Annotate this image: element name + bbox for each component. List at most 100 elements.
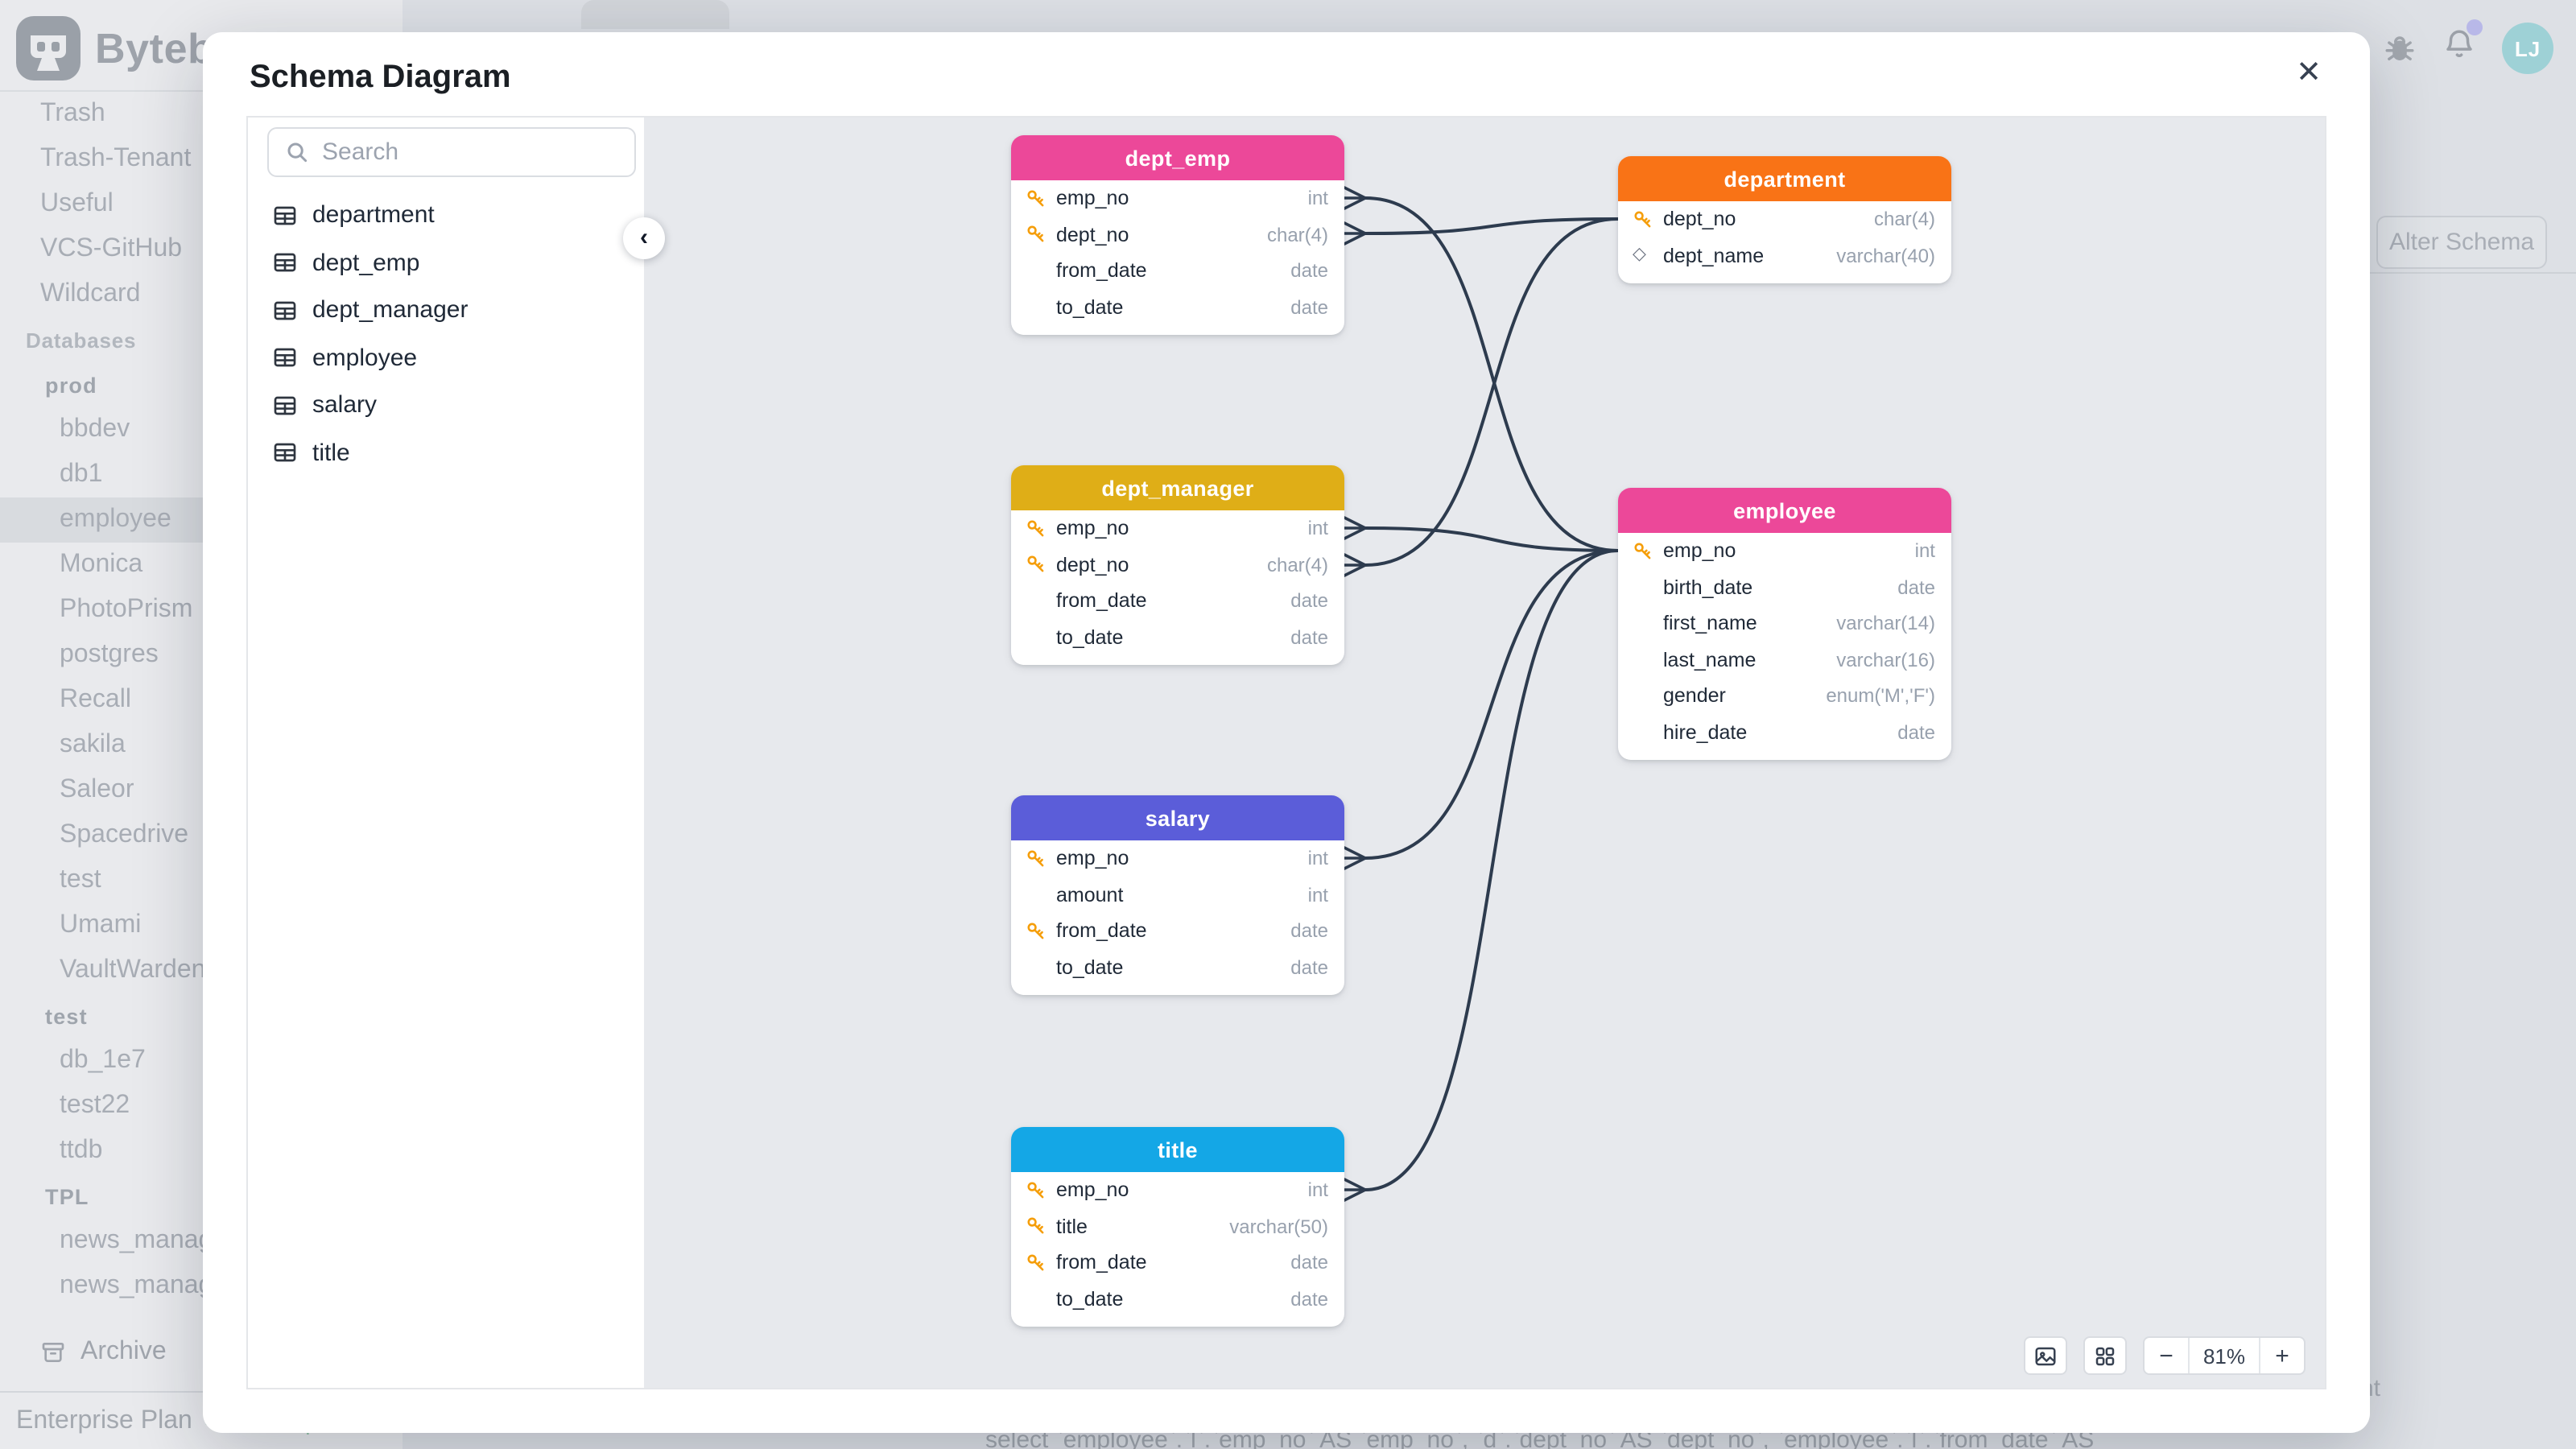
column-name: dept_no: [1056, 223, 1129, 246]
search-input[interactable]: [322, 138, 642, 166]
primary-key-icon: [1026, 921, 1046, 942]
sidebar-item-db1[interactable]: db1: [60, 460, 103, 488]
sidebar-item-useful[interactable]: Useful: [40, 190, 114, 217]
sidebar-item-spacedrive[interactable]: Spacedrive: [60, 821, 189, 848]
sidebar-item-databases[interactable]: Databases: [26, 328, 137, 352]
auto-layout-button[interactable]: [2083, 1336, 2127, 1375]
alter-schema-button[interactable]: Alter Schema: [2376, 216, 2547, 269]
table-list-item-dept_manager[interactable]: dept_manager: [248, 287, 644, 334]
sidebar-divider: [0, 90, 402, 92]
table-card-header-dept_manager[interactable]: dept_manager: [1011, 465, 1344, 510]
zoom-out-button[interactable]: −: [2159, 1342, 2174, 1369]
column-type: date: [1290, 1251, 1328, 1274]
column-name: birth_date: [1663, 576, 1753, 599]
column-name: to_date: [1056, 625, 1124, 649]
sidebar-item-tpl[interactable]: TPL: [45, 1184, 89, 1208]
sidebar-item-news-manage[interactable]: news_manage: [60, 1272, 228, 1299]
sidebar-item-archive[interactable]: Archive: [0, 1330, 402, 1375]
bug-icon[interactable]: [2383, 31, 2417, 65]
notifications-bell[interactable]: [2442, 19, 2483, 69]
table-list-item-dept_emp[interactable]: dept_emp: [248, 239, 644, 287]
sidebar-item-trash[interactable]: Trash: [40, 100, 105, 127]
sidebar-item-monica[interactable]: Monica: [60, 551, 143, 578]
sidebar-item-test[interactable]: test: [45, 1004, 88, 1028]
table-list-item-salary[interactable]: salary: [248, 382, 644, 429]
sidebar-item-postgres[interactable]: postgres: [60, 641, 159, 668]
search-icon: [285, 140, 309, 164]
sidebar-item-ttdb[interactable]: ttdb: [60, 1137, 103, 1164]
column-name: last_name: [1663, 648, 1757, 671]
sidebar-item-umami[interactable]: Umami: [60, 911, 142, 939]
table-list-item-employee[interactable]: employee: [248, 334, 644, 382]
column-name: from_date: [1056, 919, 1147, 943]
table-card-header-department[interactable]: department: [1618, 156, 1951, 201]
topbar-icons: LJ: [2383, 19, 2553, 74]
sidebar-item-bbdev[interactable]: bbdev: [60, 415, 130, 443]
sidebar-item-test[interactable]: test: [60, 866, 101, 894]
column-name: emp_no: [1056, 517, 1129, 540]
sidebar-item-test22[interactable]: test22: [60, 1092, 130, 1119]
sidebar-item-recall[interactable]: Recall: [60, 686, 131, 713]
column-type: int: [1307, 847, 1328, 870]
column-name: emp_no: [1663, 539, 1736, 563]
close-icon[interactable]: ✕: [2296, 56, 2322, 90]
zoom-level: 81%: [2188, 1338, 2260, 1373]
export-image-button[interactable]: [2024, 1336, 2067, 1375]
bytebase-logo-icon: [16, 16, 80, 80]
user-avatar[interactable]: LJ: [2502, 23, 2553, 74]
sidebar-item-news-manage[interactable]: news_manage: [60, 1227, 228, 1254]
table-icon: [272, 440, 298, 466]
column-type: varchar(16): [1836, 648, 1935, 671]
sidebar-item-saleor[interactable]: Saleor: [60, 776, 134, 803]
plan-label: Enterprise Plan: [16, 1406, 192, 1434]
column-type: date: [1290, 956, 1328, 979]
sidebar-item-wildcard[interactable]: Wildcard: [40, 280, 141, 308]
sidebar-item-db-1e7[interactable]: db_1e7: [60, 1046, 146, 1074]
column-name: emp_no: [1056, 847, 1129, 870]
sidebar-item-trash-tenant[interactable]: Trash-Tenant: [40, 145, 192, 172]
table-card-header-salary[interactable]: salary: [1011, 795, 1344, 840]
column-type: date: [1897, 576, 1935, 599]
table-list-item-department[interactable]: department: [248, 192, 644, 239]
sidebar-item-sakila[interactable]: sakila: [60, 731, 126, 758]
modal-content: departmentdept_empdept_manageremployeesa…: [246, 116, 2326, 1389]
diagram-canvas[interactable]: [644, 118, 2325, 1388]
collapse-panel-button[interactable]: ‹: [623, 217, 665, 259]
sidebar-item-photoprism[interactable]: PhotoPrism: [60, 596, 193, 623]
zoom-in-button[interactable]: +: [2275, 1342, 2289, 1369]
primary-key-icon: [1633, 209, 1653, 230]
table-icon: [272, 203, 298, 229]
column-type: int: [1307, 883, 1328, 906]
sidebar-item-prod[interactable]: prod: [45, 373, 97, 397]
column-name: emp_no: [1056, 187, 1129, 210]
table-card-header-dept_emp[interactable]: dept_emp: [1011, 135, 1344, 180]
sidebar-item-vcs-github[interactable]: VCS-GitHub: [40, 235, 183, 262]
table-card-header-employee[interactable]: employee: [1618, 488, 1951, 533]
table-list-label: title: [312, 439, 350, 467]
editor-tab[interactable]: [581, 0, 729, 29]
table-list-item-title[interactable]: title: [248, 429, 644, 477]
column-name: first_name: [1663, 612, 1757, 635]
sidebar-item-vaultwarden[interactable]: VaultWarden: [60, 956, 206, 984]
table-card-header-title[interactable]: title: [1011, 1127, 1344, 1172]
